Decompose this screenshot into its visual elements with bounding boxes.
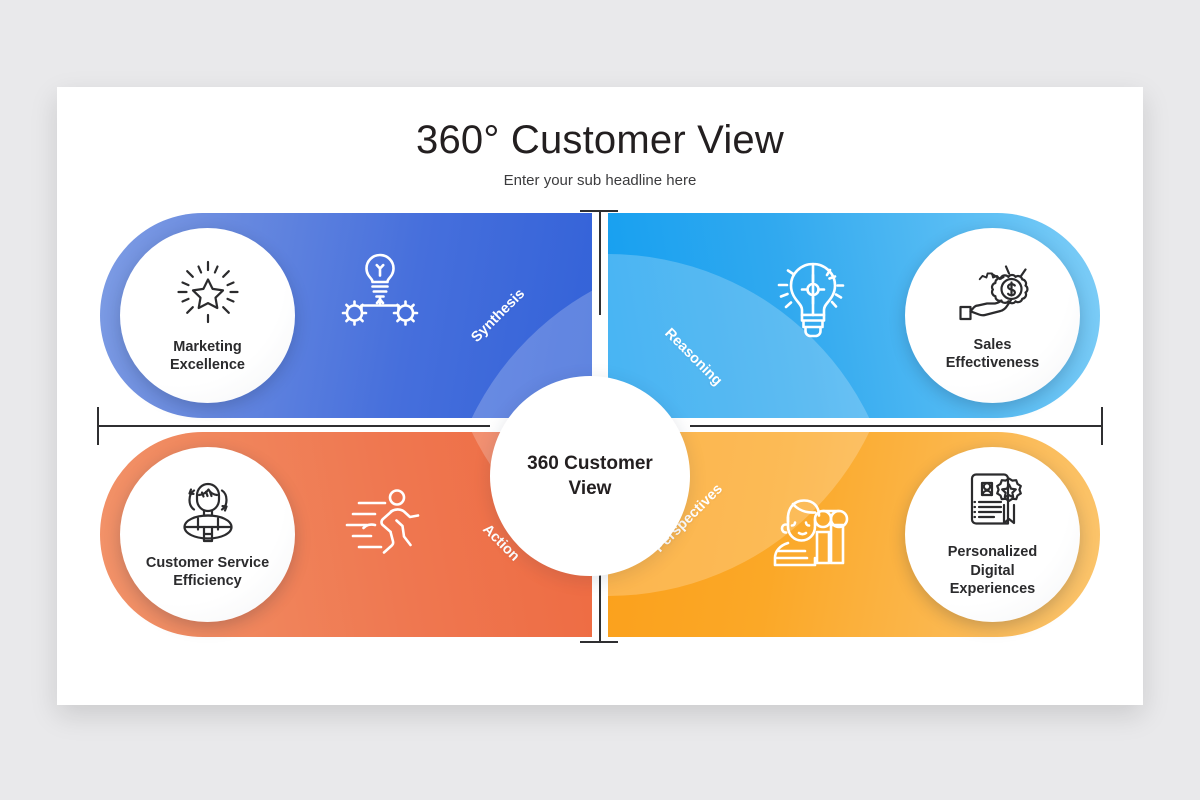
feature-circle-sales-effectiveness[interactable]: Sales Effectiveness bbox=[905, 228, 1080, 403]
title-line-2: Digital bbox=[970, 562, 1015, 579]
title-line-3: Experiences bbox=[949, 581, 1036, 598]
feature-circle-personalized-digital-experiences[interactable]: Personalized Digital Experiences bbox=[905, 447, 1080, 622]
title-line-2: Effectiveness bbox=[945, 355, 1040, 371]
axis-horizontal-left bbox=[97, 425, 490, 427]
feature-title-marketing-excellence: Marketing Excellence bbox=[160, 338, 255, 375]
support-person-icon bbox=[173, 479, 243, 548]
person-binoculars-icon bbox=[769, 495, 861, 572]
running-person-icon bbox=[339, 487, 427, 560]
title-line-2: Efficiency bbox=[173, 573, 242, 589]
profile-certificate-icon bbox=[960, 470, 1026, 537]
slide-panel: 360° Customer View Enter your sub headli… bbox=[57, 87, 1143, 705]
axis-vertical-bottom bbox=[599, 538, 601, 643]
feature-circle-marketing-excellence[interactable]: Marketing Excellence bbox=[120, 228, 295, 403]
hub-line-1: 360 Customer bbox=[527, 452, 653, 474]
feature-circle-customer-service-efficiency[interactable]: Customer Service Efficiency bbox=[120, 447, 295, 622]
axis-cap-left bbox=[97, 407, 99, 445]
venn-quadrant-diagram: Synthesis Reasoning Action Perspectives bbox=[57, 87, 1143, 705]
page-title: 360° Customer View bbox=[416, 118, 784, 162]
axis-cap-top bbox=[580, 210, 618, 212]
center-hub-label: 360 Customer View bbox=[527, 451, 653, 501]
hub-line-2: View bbox=[568, 478, 612, 499]
axis-horizontal-right bbox=[690, 425, 1103, 427]
axis-vertical-top bbox=[599, 210, 601, 315]
title-line-1: Sales bbox=[973, 336, 1012, 353]
lightbulb-gears-icon bbox=[337, 250, 423, 333]
page-subtitle: Enter your sub headline here bbox=[503, 172, 697, 189]
hand-money-badge-icon bbox=[957, 259, 1029, 330]
shining-star-icon bbox=[173, 257, 243, 332]
feature-title-personalized-digital-experiences: Personalized Digital Experiences bbox=[938, 543, 1047, 598]
feature-title-sales-effectiveness: Sales Effectiveness bbox=[936, 336, 1050, 373]
axis-cap-right bbox=[1101, 407, 1103, 445]
feature-title-customer-service-efficiency: Customer Service Efficiency bbox=[136, 554, 279, 591]
title-line-1: Marketing bbox=[173, 338, 242, 355]
center-hub[interactable]: 360 Customer View bbox=[490, 376, 690, 576]
title-line-1: Personalized bbox=[947, 544, 1038, 561]
axis-cap-bottom bbox=[580, 641, 618, 643]
lightbulb-gear-half-icon bbox=[767, 260, 859, 351]
title-line-2: Excellence bbox=[170, 357, 245, 373]
title-line-1: Customer Service bbox=[145, 554, 270, 571]
